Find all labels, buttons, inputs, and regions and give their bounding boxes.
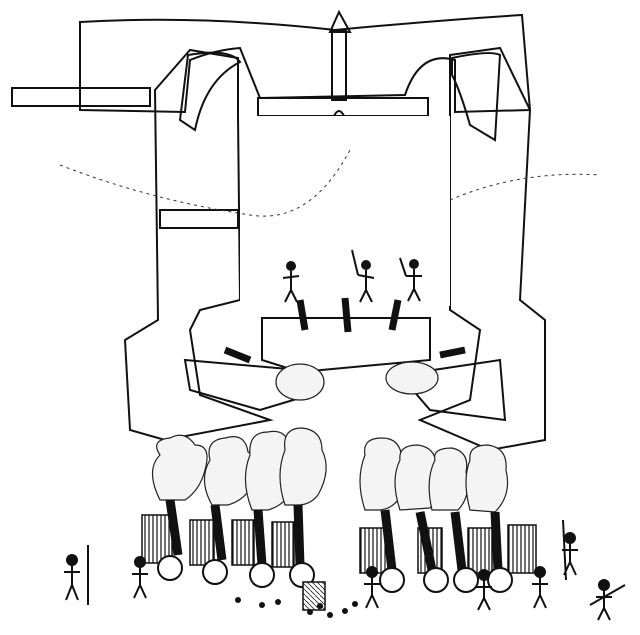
breach-cannon — [439, 346, 466, 359]
siege-cannon — [415, 511, 437, 571]
left-wall-extension — [11, 87, 151, 107]
siege-cannon — [165, 499, 183, 556]
defender-figure — [399, 257, 422, 302]
gabion — [189, 519, 215, 566]
siege-cannon — [210, 504, 227, 561]
smoke-plume — [428, 447, 469, 511]
gabion — [271, 521, 295, 568]
gabion — [467, 527, 493, 574]
smoke-plume — [359, 437, 406, 511]
courtyard-path — [449, 173, 601, 201]
cannonballs — [235, 597, 358, 618]
gunner-figure — [589, 579, 626, 621]
siege-cannon — [253, 509, 267, 566]
wall-cannons — [223, 297, 466, 364]
defenders — [282, 249, 422, 303]
smoke-plume — [151, 434, 208, 501]
gabion — [141, 514, 173, 564]
cannon-wheel — [423, 567, 449, 593]
breach-cannon — [223, 346, 252, 364]
powder-barrel — [302, 581, 326, 611]
left-bastion — [123, 48, 274, 442]
gunner-figure — [532, 566, 548, 609]
defender-figure — [282, 261, 300, 303]
gabions — [141, 514, 537, 574]
breach-smoke — [275, 361, 439, 401]
siege-cannon — [490, 511, 503, 571]
cannon-wheel — [157, 555, 183, 581]
rear-curtain-wall — [79, 13, 532, 114]
courtyard-path — [59, 149, 351, 217]
defender-figure — [351, 249, 375, 303]
cannon-wheel — [249, 562, 275, 588]
cannon-wheel — [453, 567, 479, 593]
cannon-wheel — [202, 559, 228, 585]
smoke-cloud — [275, 363, 325, 401]
wall-cannon — [296, 299, 309, 331]
wall-cannon — [341, 297, 352, 333]
fort-base — [398, 358, 507, 422]
right-bastion-ear — [451, 52, 502, 142]
gunners — [64, 519, 626, 621]
cannon-wheel — [487, 567, 513, 593]
cannon-wheel — [289, 562, 315, 588]
cannon-wheel — [379, 567, 405, 593]
gunner-figure — [132, 556, 148, 599]
gunner-figure — [562, 519, 578, 581]
gunner-figure — [364, 566, 380, 609]
siege-cannon — [450, 511, 467, 571]
right-bastion — [417, 46, 546, 452]
gunner-figure — [64, 545, 89, 605]
gate-tower — [257, 9, 429, 117]
smoke-cloud — [385, 361, 439, 395]
siege-cannon — [293, 504, 305, 566]
left-parapet — [159, 209, 239, 229]
siege-battery — [64, 427, 626, 621]
left-bastion-ear — [178, 51, 242, 132]
fortress — [11, 9, 601, 452]
wall-cannon — [388, 299, 402, 331]
siege-cannon — [380, 509, 397, 571]
gunner-figure — [476, 569, 492, 611]
courtyard — [240, 116, 450, 306]
smoke-plume — [279, 427, 327, 506]
cannon-wheels — [157, 555, 513, 593]
smoke-plume — [465, 444, 509, 513]
battery-cannons — [165, 499, 503, 571]
fort-base — [183, 358, 301, 412]
gabion — [231, 519, 255, 566]
gabion — [507, 524, 537, 574]
battery-smoke — [151, 427, 509, 513]
